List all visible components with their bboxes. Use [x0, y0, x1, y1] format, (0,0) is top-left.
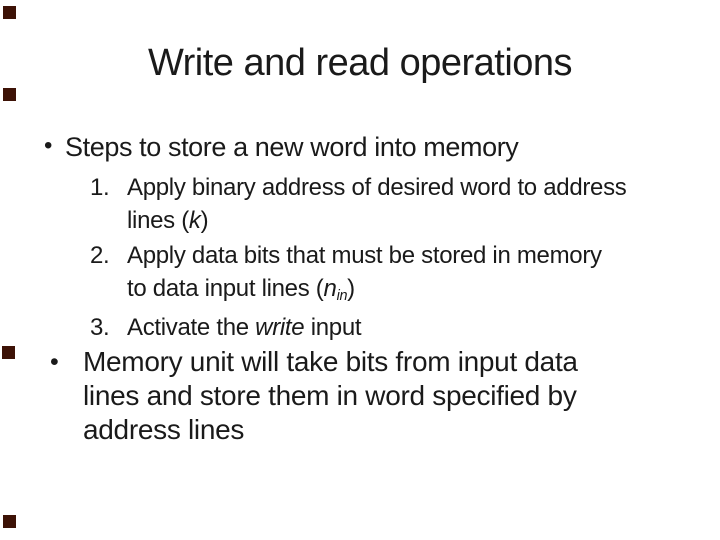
decor-square [3, 88, 16, 101]
decor-square [3, 6, 16, 19]
italic-text-segment: k [188, 207, 201, 234]
closing-bullet-text: Memory unit will take bits from input da… [83, 345, 578, 447]
text-segment: to data input lines ( [127, 275, 324, 302]
numbered-item-1: 1. Apply binary address of desired word … [90, 171, 627, 237]
item-number: 2. [90, 242, 110, 269]
numbered-item-2: 2. Apply data bits that must be stored i… [90, 239, 627, 309]
decor-square [3, 515, 16, 528]
item-text: Apply data bits that must be stored in m… [127, 239, 602, 309]
item-line: Apply binary address of desired word to … [127, 171, 627, 204]
numbered-item-3: 3. Activate the write input [90, 311, 627, 344]
numbered-steps-list: 1. Apply binary address of desired word … [90, 171, 627, 346]
text-segment: lines ( [127, 207, 189, 234]
bullet-line: lines and store them in word specified b… [83, 380, 577, 411]
text-segment: Activate the [127, 314, 256, 341]
item-line: lines (k) [127, 204, 627, 237]
decor-square [2, 346, 15, 359]
italic-text-segment: write [255, 314, 305, 341]
text-segment: input [304, 314, 362, 341]
slide-title: Write and read operations [147, 42, 573, 84]
text-segment: Apply data bits that must be stored in m… [127, 242, 602, 269]
item-text: Apply binary address of desired word to … [127, 171, 627, 237]
item-number: 3. [90, 314, 110, 341]
italic-text-segment: n [323, 275, 337, 302]
closing-bullet-item: • Memory unit will take bits from input … [50, 345, 578, 447]
bullet-marker: • [50, 348, 59, 376]
subscript-text-segment: in [336, 288, 348, 305]
text-segment: ) [200, 207, 209, 234]
bullet-line: Memory unit will take bits from input da… [83, 346, 578, 377]
bullet-line: address lines [83, 414, 245, 445]
item-number: 1. [90, 174, 110, 201]
intro-bullet-item: • Steps to store a new word into memory [44, 132, 519, 163]
text-segment: Apply binary address of desired word to … [127, 174, 627, 201]
intro-bullet-text: Steps to store a new word into memory [65, 132, 519, 162]
text-segment: ) [347, 275, 355, 302]
item-text: Activate the write input [127, 311, 362, 344]
item-line: Apply data bits that must be stored in m… [127, 239, 602, 272]
item-line: Activate the write input [127, 311, 362, 344]
bullet-marker: • [44, 132, 53, 159]
item-line: to data input lines (nin) [127, 272, 602, 309]
